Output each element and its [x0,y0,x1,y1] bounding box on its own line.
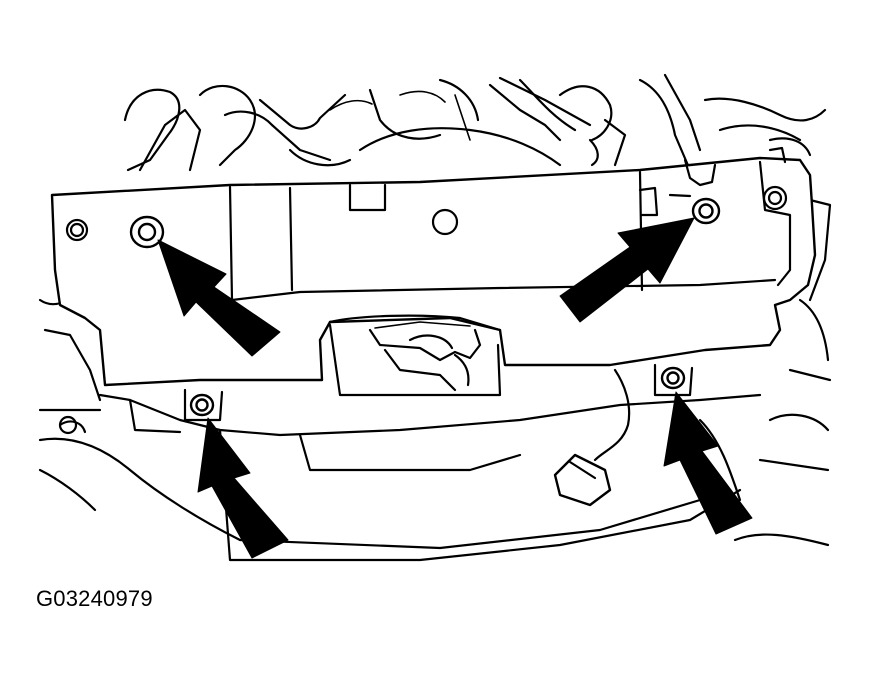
electrical-connector [553,368,631,507]
arrow-bottom-left [197,417,289,559]
bolt-bottom-left [183,388,224,422]
lower-housing [98,393,762,562]
bolt-top-right [668,193,721,225]
latch-mechanism [328,321,502,397]
right-side-components [698,198,832,547]
arrow-top-left [157,239,281,357]
left-side-components [38,288,242,542]
bolt-bottom-right [653,363,694,397]
engine-background-lines [123,73,827,172]
figure-id-label: G03240979 [36,586,153,611]
bolt-top-left [129,215,165,249]
mounting-bracket [50,146,817,387]
arrow-bottom-right [663,391,753,535]
arrow-top-right [559,217,695,323]
